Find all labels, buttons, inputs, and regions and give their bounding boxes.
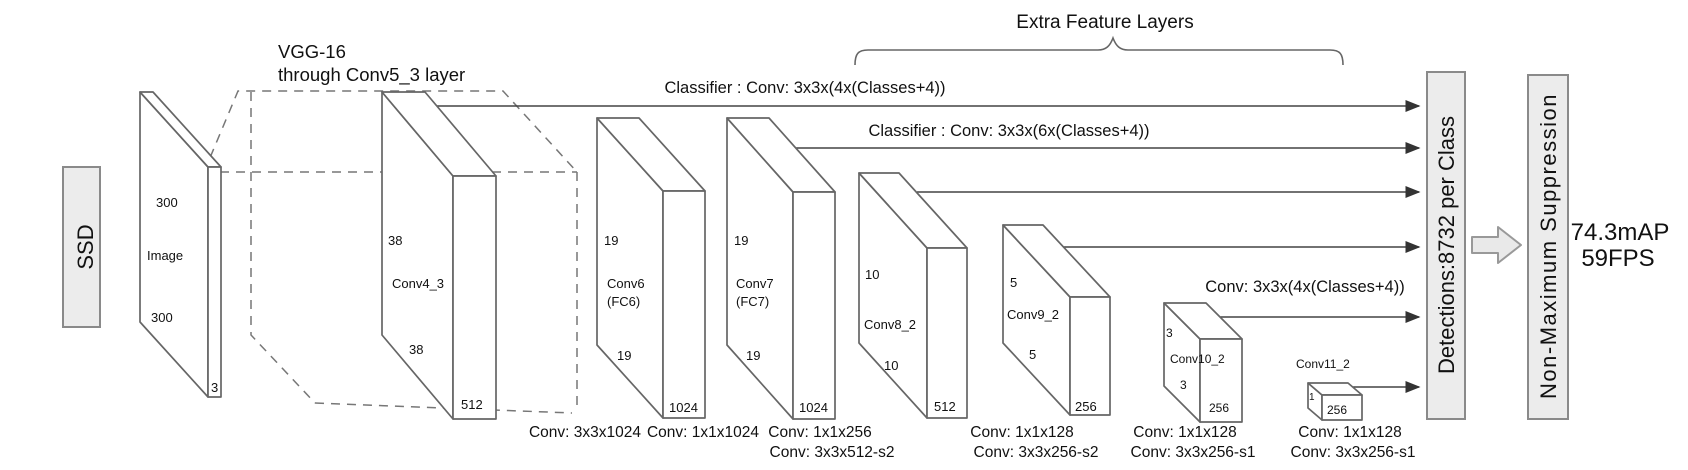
conv8_2-dim-top: 10 [865,267,879,282]
map-result: 74.3mAP [1571,219,1670,246]
conv10_2-dim-top: 3 [1166,326,1173,340]
conv9_2-dim-bottom: 5 [1029,347,1036,362]
classifier-label-conv7: Classifier : Conv: 3x3x(6x(Classes+4)) [868,122,1149,140]
op-conv11_2-line2: Conv: 3x3x256-s1 [1291,444,1416,461]
layer-conv11_2: Conv11_2 1 256 [1296,357,1363,421]
layer-conv7: 19 Conv7 (FC7) 19 1024 [726,117,836,420]
conv7-name: Conv7 [736,276,774,291]
detections-label: Detections:8732 per Class [1434,116,1459,374]
conv9_2-name: Conv9_2 [1007,307,1059,322]
classifier-label-conv4_3: Classifier : Conv: 3x3x(4x(Classes+4)) [664,79,945,97]
conv9_2-dim-top: 5 [1010,275,1017,290]
op-conv10_2-line2: Conv: 3x3x256-s1 [1131,444,1256,461]
conv4_3-channels: 512 [461,397,483,412]
conv6-dim-top: 19 [604,233,618,248]
conv4_3-dim-bottom: 38 [409,342,423,357]
op-conv6: Conv: 3x3x1024 [529,424,641,441]
conv11_2-name: Conv11_2 [1296,357,1350,371]
image-dim-top: 300 [156,195,178,210]
layer-conv10_2: 3 Conv10_2 3 256 [1163,302,1243,423]
ssd-label-box: SSD [62,166,101,328]
conv10_2-dim-bottom: 3 [1180,378,1187,392]
layer-conv4_3: 38 Conv4_3 38 512 [381,91,497,420]
op-conv9_2-line1: Conv: 1x1x128 [970,424,1073,441]
conv11_2-channels: 256 [1327,403,1347,417]
conv-op-labels: Conv: 3x3x1024 Conv: 1x1x1024 Conv: 1x1x… [529,424,1415,461]
conv10_2-name: Conv10_2 [1170,352,1225,366]
conv6-sub: (FC6) [607,294,640,309]
conv4_3-name: Conv4_3 [392,276,444,291]
classifier-arrows [436,100,1421,393]
nms-label: Non-Maximum Suppression [1536,93,1561,399]
ssd-label: SSD [73,224,98,269]
conv6-name: Conv6 [607,276,645,291]
op-conv8_2-line2: Conv: 3x3x512-s2 [770,444,895,461]
conv6-dim-bottom: 19 [617,348,631,363]
op-conv11_2-line1: Conv: 1x1x128 [1298,424,1401,441]
fps-result: 59FPS [1581,245,1654,272]
image-channels: 3 [211,380,218,395]
op-conv9_2-line2: Conv: 3x3x256-s2 [974,444,1099,461]
extra-feature-layers-title: Extra Feature Layers [1016,12,1193,33]
layer-conv8_2: 10 Conv8_2 10 512 [858,172,968,419]
conv7-sub: (FC7) [736,294,769,309]
conv8_2-name: Conv8_2 [864,317,916,332]
image-name: Image [147,248,183,263]
conv11_2-dim-top: 1 [1309,392,1315,403]
classifier-label-conv10_2: Conv: 3x3x(4x(Classes+4)) [1205,278,1404,296]
conv4_3-dim-top: 38 [388,233,402,248]
conv7-dim-top: 19 [734,233,748,248]
vgg-title-line1: VGG-16 [278,41,346,62]
image-dim-bottom: 300 [151,310,173,325]
nms-box: Non-Maximum Suppression [1527,74,1569,420]
op-conv10_2-line1: Conv: 1x1x128 [1133,424,1236,441]
flow-arrow-icon [1471,226,1522,264]
op-conv7: Conv: 1x1x1024 [647,424,759,441]
vgg-title-line2: through Conv5_3 layer [278,64,465,86]
layer-image: 300 Image 300 3 [139,91,222,398]
op-conv8_2-line1: Conv: 1x1x256 [768,424,871,441]
layer-conv6: 19 Conv6 (FC6) 19 1024 [596,117,706,419]
conv9_2-channels: 256 [1075,399,1097,414]
conv8_2-channels: 512 [934,399,956,414]
conv6-channels: 1024 [669,400,698,415]
extra-feature-layers-brace [854,35,1344,66]
conv7-dim-bottom: 19 [746,348,760,363]
layer-conv9_2: 5 Conv9_2 5 256 [1002,224,1111,416]
detections-box: Detections:8732 per Class [1426,71,1466,420]
conv7-channels: 1024 [799,400,828,415]
conv10_2-channels: 256 [1209,401,1229,415]
conv8_2-dim-bottom: 10 [884,358,898,373]
